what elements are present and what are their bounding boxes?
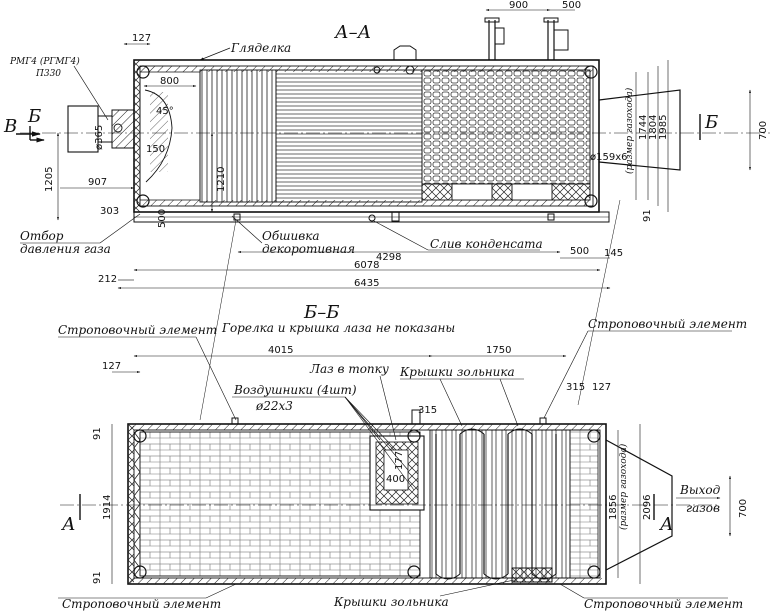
dim-907: 907 (88, 177, 107, 188)
dim-400: 400 (386, 474, 405, 485)
section-bb: Б–Б Горелка и крышка лаза не показаны (58, 302, 749, 611)
furnace-hatch-label: Лаз в топку (309, 362, 389, 376)
dim-91-top: 91 (92, 427, 103, 440)
dim-4298: 4298 (376, 252, 401, 263)
dim-500-left: 500 (157, 209, 168, 228)
dim-127-top: 127 (132, 33, 151, 44)
burner-model-sub: П330 (35, 69, 61, 79)
gas-tap-label-2: давления газа (20, 242, 111, 256)
dim-159: ø159х6 (590, 152, 628, 163)
dim-150: 150 (146, 144, 165, 155)
flue-size-note-bb: (размер газохода) (618, 443, 629, 530)
air-vents-label: Воздушники (4шт) (233, 383, 357, 397)
cladding-label-2: декоротивная (262, 242, 355, 256)
dim-1914: 1914 (102, 495, 113, 520)
dim-700-bb: 700 (738, 499, 749, 518)
horizontal-tube-bank (275, 69, 423, 203)
condensate-drain-label: Слив конденсата (430, 237, 543, 251)
marker-b-left: Б (27, 106, 41, 127)
section-bb-note: Горелка и крышка лаза не показаны (221, 321, 455, 335)
dim-127-b: 127 (592, 382, 611, 393)
dim-91-right: 91 (642, 209, 653, 222)
marker-v-left: В (3, 116, 17, 137)
section-bb-title: Б–Б (303, 302, 339, 323)
marker-a-right: А (658, 514, 674, 535)
dim-1205: 1205 (44, 167, 55, 192)
convection-tube-grid (421, 69, 591, 185)
ash-covers-top-label: Крышки зольника (399, 365, 515, 379)
flue-outlet-label-2: газов (686, 501, 720, 515)
dim-700-aa: 700 (758, 121, 769, 140)
dim-1804: 1804 (648, 115, 659, 140)
bb-flue-transition (605, 439, 673, 571)
burner-flange (111, 109, 135, 149)
section-aa: А–А (3, 0, 770, 421)
dim-6078: 6078 (354, 260, 379, 271)
cladding-label: Обшивка (262, 229, 320, 243)
lifting-element-top-left: Строповочный элемент (58, 323, 217, 337)
dim-900: 900 (509, 0, 528, 11)
dim-315-a: 315 (566, 382, 585, 393)
dim-1856: 1856 (608, 495, 619, 520)
flue-size-note-aa: (размер газохода) (624, 87, 635, 174)
lifting-element-top-right: Строповочный элемент (588, 317, 747, 331)
top-pipe-1 (484, 17, 505, 60)
dim-1985: 1985 (658, 115, 669, 140)
section-aa-title: А–А (333, 22, 371, 43)
dim-315-b: 315 (418, 405, 437, 416)
dim-212: 212 (98, 274, 117, 285)
dim-91-bottom: 91 (92, 571, 103, 584)
dim-1750: 1750 (486, 345, 511, 356)
burner-model-label: РМГ4 (РГМГ4) (9, 56, 80, 67)
serpentine-tube-bank (429, 429, 571, 579)
dim-45deg: 45° (156, 106, 174, 117)
dim-4015: 4015 (268, 345, 293, 356)
lifting-element-bottom-left: Строповочный элемент (62, 597, 221, 611)
sight-glass-label: Гляделка (230, 41, 291, 55)
dim-127-bb: 127 (102, 361, 121, 372)
dim-1744: 1744 (638, 115, 649, 140)
dim-1210: 1210 (216, 167, 227, 192)
dim-800: 800 (160, 76, 179, 87)
dim-500-top: 500 (562, 0, 581, 11)
dim-177: 177 (394, 451, 405, 470)
dim-365: ø365 (94, 125, 105, 150)
air-vents-size: ø22x3 (255, 399, 293, 413)
furnace-tube-bank (199, 69, 277, 203)
flue-outlet-label: Выход (679, 483, 721, 497)
dim-145: 145 (604, 248, 623, 259)
flue-transition (598, 89, 681, 171)
ash-covers-bottom-label: Крышки зольника (333, 595, 449, 609)
marker-b-right: Б (704, 112, 718, 133)
dim-500-bottom: 500 (570, 246, 589, 257)
lifting-element-bottom-right: Строповочный элемент (584, 597, 743, 611)
marker-a-left: А (60, 514, 76, 535)
dim-6435: 6435 (354, 278, 379, 289)
gas-tap-label: Отбор (20, 229, 64, 243)
dim-303: 303 (100, 206, 119, 217)
top-pipe-2 (543, 17, 569, 60)
dim-2096: 2096 (642, 495, 653, 520)
